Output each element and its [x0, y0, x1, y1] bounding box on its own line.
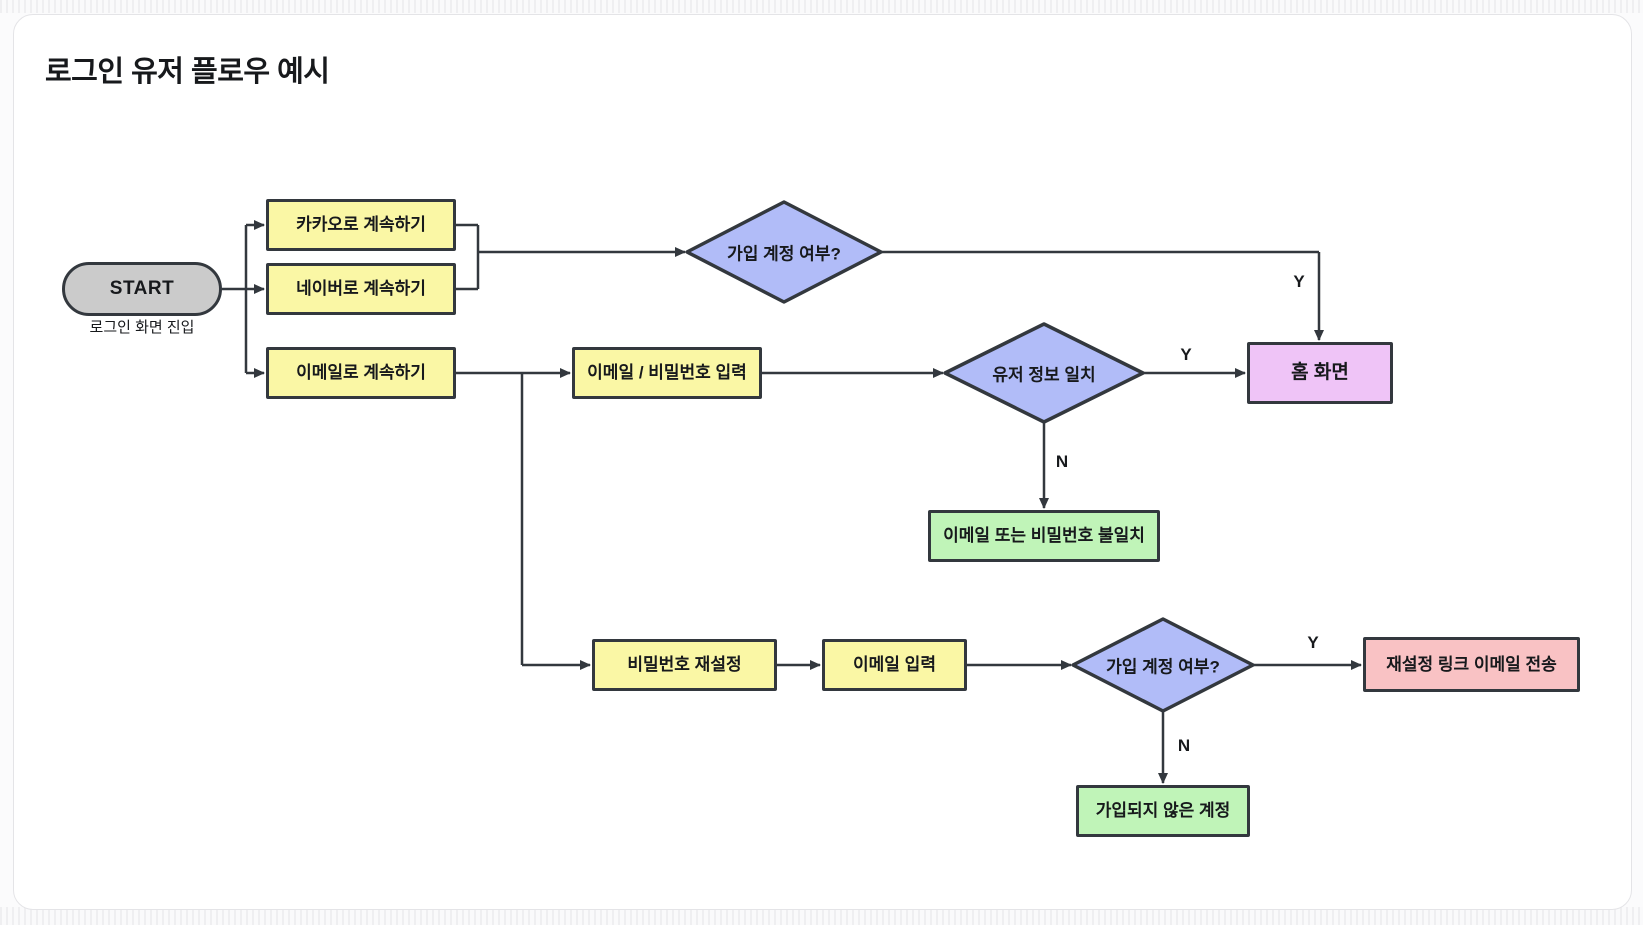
edge-label-n2: N	[1177, 736, 1191, 755]
node-label: 이메일 또는 비밀번호 불일치	[943, 526, 1145, 546]
node-kakao-continue[interactable]: 카카오로 계속하기	[266, 199, 456, 251]
decision-signup-check-1-label: 가입 계정 여부?	[727, 244, 841, 264]
edge-label-y2: Y	[1180, 345, 1192, 364]
node-label: 이메일 / 비밀번호 입력	[587, 363, 747, 383]
node-label: 이메일 입력	[853, 655, 936, 675]
node-unregistered-account[interactable]: 가입되지 않은 계정	[1076, 785, 1250, 837]
node-label: 홈 화면	[1291, 362, 1349, 384]
start-label: START	[109, 278, 175, 300]
decision-user-match-label: 유저 정보 일치	[992, 365, 1096, 385]
node-label: 네이버로 계속하기	[296, 279, 426, 299]
node-reset-link-sent[interactable]: 재설정 링크 이메일 전송	[1363, 637, 1580, 692]
edge-label-n1: N	[1055, 452, 1069, 471]
node-label: 비밀번호 재설정	[627, 655, 742, 675]
edge-label-y1: Y	[1293, 272, 1305, 291]
decision-user-match-shape[interactable]	[943, 322, 1145, 424]
node-email-password-input[interactable]: 이메일 / 비밀번호 입력	[572, 347, 762, 399]
decision-signup-check-1-shape[interactable]	[685, 200, 883, 304]
node-home-screen[interactable]: 홈 화면	[1247, 342, 1393, 404]
node-credential-mismatch[interactable]: 이메일 또는 비밀번호 불일치	[928, 510, 1160, 562]
background-pattern-bottom	[0, 907, 1643, 925]
background-pattern-top	[0, 0, 1643, 13]
decision-signup-check-2-label: 가입 계정 여부?	[1106, 657, 1220, 677]
page-title: 로그인 유저 플로우 예시	[45, 56, 330, 88]
edge-label-y3: Y	[1307, 633, 1319, 652]
node-label: 카카오로 계속하기	[296, 215, 426, 235]
node-naver-continue[interactable]: 네이버로 계속하기	[266, 263, 456, 315]
node-email-input[interactable]: 이메일 입력	[822, 639, 967, 691]
start-node[interactable]: START	[62, 262, 222, 316]
node-label: 가입되지 않은 계정	[1095, 801, 1231, 821]
node-email-continue[interactable]: 이메일로 계속하기	[266, 347, 456, 399]
node-label: 이메일로 계속하기	[296, 363, 426, 383]
decision-signup-check-2-shape[interactable]	[1071, 617, 1255, 713]
node-password-reset[interactable]: 비밀번호 재설정	[592, 639, 777, 691]
node-label: 재설정 링크 이메일 전송	[1386, 654, 1557, 674]
diagram-panel	[13, 14, 1632, 910]
start-caption: 로그인 화면 진입	[89, 319, 195, 336]
